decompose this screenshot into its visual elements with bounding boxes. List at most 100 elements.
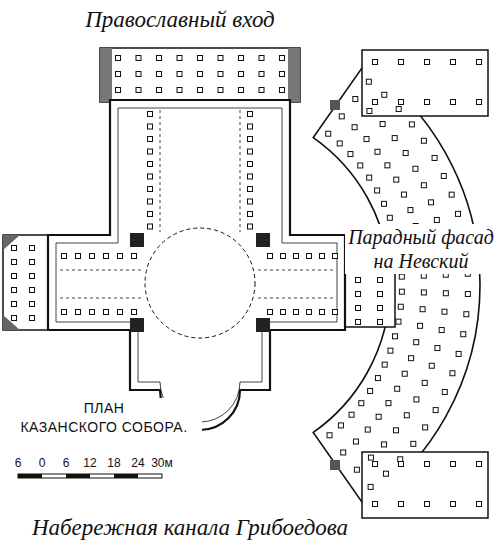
aisle-line [60,298,142,299]
column [280,72,285,77]
scale-number: 6 [2,456,34,470]
column [76,254,81,259]
column [281,254,286,259]
column [218,72,223,77]
column [380,122,385,127]
column [337,141,342,146]
column [294,310,299,315]
column [281,310,286,315]
column [367,175,372,180]
aisle-line [258,270,335,271]
column [376,414,381,419]
column [414,340,419,345]
column [382,92,387,97]
pavilion [362,50,488,116]
column [30,260,35,265]
column [477,502,482,507]
column [477,100,482,105]
column [425,462,430,467]
column [387,215,392,220]
column [418,323,423,328]
column [353,439,358,444]
column [90,310,95,315]
embankment-label: Набережная канала Грибоедова [20,514,360,542]
stair-mark [330,100,340,110]
column [425,60,430,65]
column [409,122,414,127]
column [248,187,253,192]
column [12,302,17,307]
dome-circle [145,228,255,338]
column [394,177,399,182]
column [12,246,17,251]
column [239,72,244,77]
column [116,88,121,93]
pylon [256,233,270,247]
column [248,212,253,217]
column [364,137,369,142]
stair-mark [330,460,340,470]
column [132,254,137,259]
column [177,88,182,93]
column [451,462,456,467]
column [464,312,469,317]
column [356,292,361,297]
scale-bar [18,474,162,478]
column [259,88,264,93]
column [157,88,162,93]
column [12,274,17,279]
column [402,371,407,376]
entrance-label: Православный вход [60,6,300,34]
north-portico [100,48,300,102]
column [148,212,153,217]
pavilion [362,452,488,518]
column [148,149,153,154]
column [375,149,380,154]
column [422,380,427,385]
column [451,502,456,507]
column [404,413,409,418]
column [432,155,437,160]
column [239,88,244,93]
column [442,389,447,394]
column [157,72,162,77]
column [259,72,264,77]
column [12,288,17,293]
column [456,351,461,356]
pylon [256,318,270,332]
column [439,328,444,333]
column [248,162,253,167]
column [373,100,378,105]
scale-number: 12 [74,456,106,470]
column [356,278,361,283]
scale-number: 24 [122,456,154,470]
column [356,306,361,311]
column [327,433,332,438]
column [248,112,253,117]
column [461,332,466,337]
column [239,56,244,61]
column [352,125,357,130]
column [268,254,273,259]
shading [100,48,112,102]
column [268,310,273,315]
facade-label: Парадный фасад на Невский [345,224,497,274]
column [388,348,393,353]
column [368,388,373,393]
column [132,310,137,315]
column [413,166,418,171]
shading [3,315,20,330]
column [136,72,141,77]
column [425,100,430,105]
column [421,183,426,188]
column [451,60,456,65]
column [30,288,35,293]
column [375,188,380,193]
column [450,371,455,376]
shading [3,235,20,250]
column [368,455,373,460]
column [378,292,383,297]
cathedral-outline [48,100,345,430]
column [116,72,121,77]
